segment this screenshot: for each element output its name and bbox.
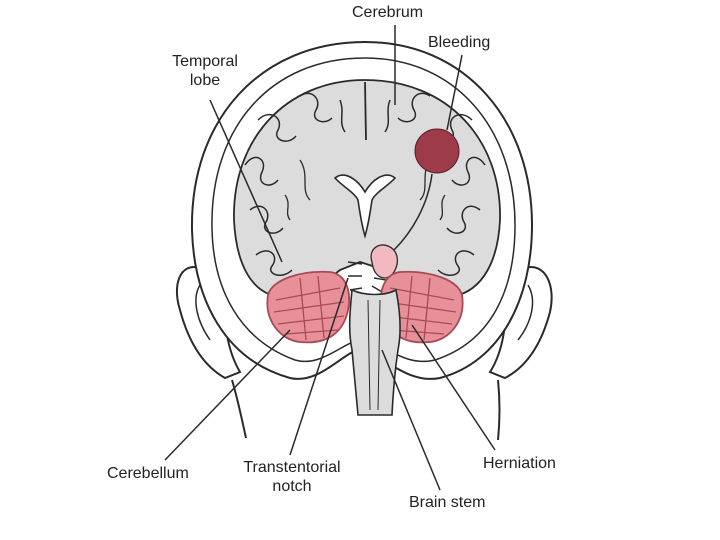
- longitudinal-fissure: [365, 82, 366, 140]
- neck-right: [498, 380, 500, 440]
- label-transtentorial-notch: Transtentorial notch: [228, 458, 356, 496]
- bleeding-hematoma: [415, 129, 459, 173]
- label-cerebrum: Cerebrum: [352, 3, 423, 22]
- label-temporal-lobe-line1: Temporal: [160, 52, 250, 71]
- label-brain-stem: Brain stem: [409, 493, 485, 512]
- label-temporal-lobe-line2: lobe: [160, 71, 250, 90]
- label-temporal-lobe: Temporal lobe: [160, 52, 250, 90]
- label-bleeding: Bleeding: [428, 33, 490, 52]
- brain-stem: [350, 290, 400, 415]
- label-transtentorial-line1: Transtentorial: [228, 458, 356, 477]
- label-cerebellum: Cerebellum: [107, 464, 189, 483]
- label-transtentorial-line2: notch: [228, 477, 356, 496]
- label-herniation: Herniation: [483, 454, 556, 473]
